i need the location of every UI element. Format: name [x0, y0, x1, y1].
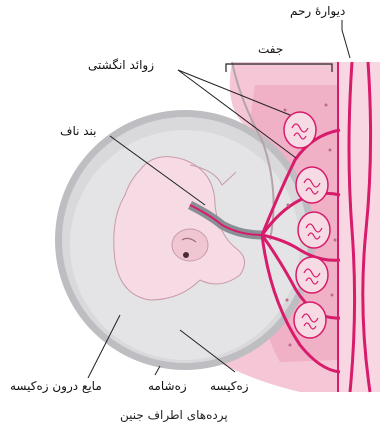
uterine-wall-leader	[342, 20, 350, 58]
uterine-wall-label: دیوارهٔ رحم	[290, 4, 345, 18]
chorion-leader	[155, 366, 160, 375]
caption: پرده‌های اطراف جنین	[120, 408, 228, 422]
placenta-label: جفت	[258, 42, 283, 56]
amnion-label: زه‌کیسه	[210, 379, 249, 393]
chorionic-villi-label: زوائد انگشتی	[88, 58, 154, 72]
uterine-wall-strip	[338, 62, 380, 392]
chorion-label: زه‌شامه	[148, 379, 187, 393]
umbilical-cord-label: بند ناف	[60, 124, 97, 138]
amniotic-fluid-label: مایع درون زه‌کیسه	[10, 379, 102, 393]
